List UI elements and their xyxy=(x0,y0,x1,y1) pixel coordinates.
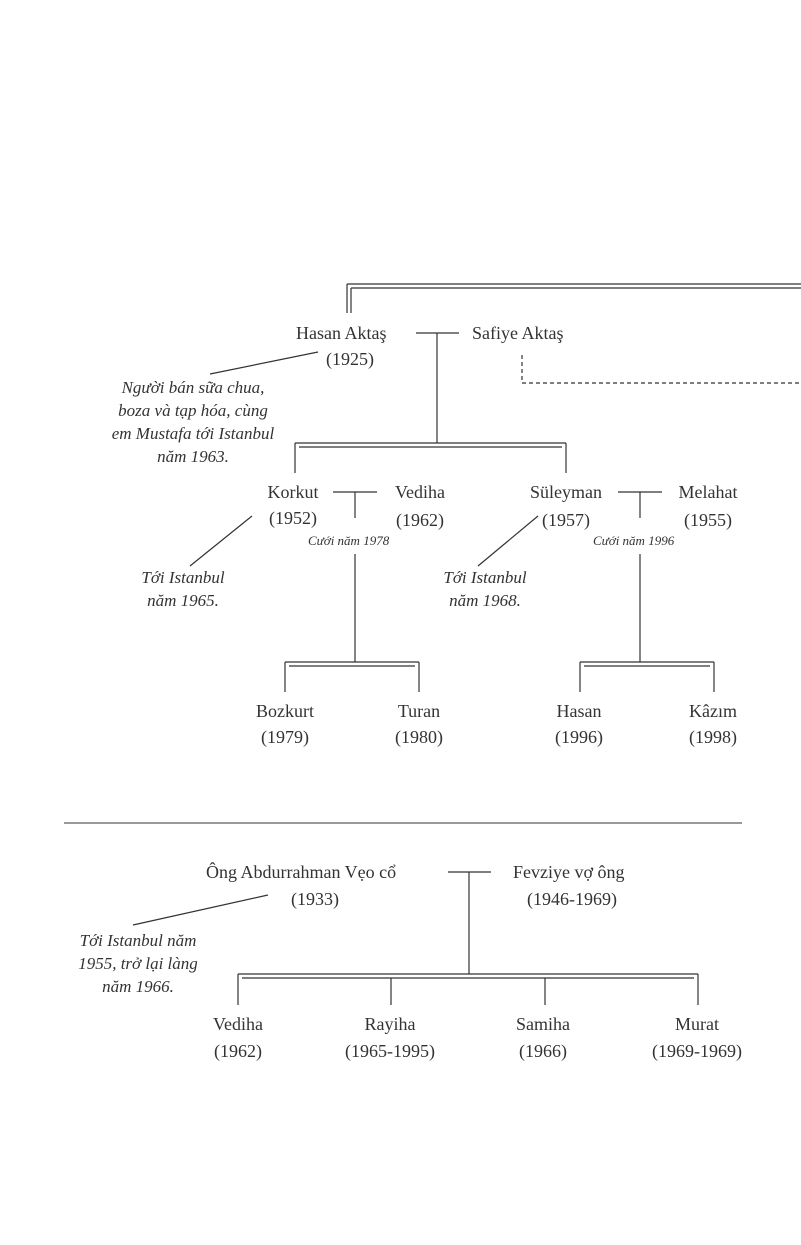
turan-name: Turan xyxy=(397,701,441,721)
korkut-note: Tới Istanbul năm 1965. xyxy=(141,568,225,610)
hasan-jr-name: Hasan xyxy=(556,701,602,721)
rayiha-name: Rayiha xyxy=(364,1014,416,1034)
suleyman-years: (1957) xyxy=(542,510,590,530)
melahat-name: Melahat xyxy=(678,482,738,502)
safiye-dashed-link xyxy=(521,355,801,384)
vediha-b-years: (1962) xyxy=(214,1041,262,1061)
korkut-note-leader xyxy=(189,515,253,567)
fevziye-name: Fevziye vợ ông xyxy=(513,862,625,882)
hasan-aktas-name: Hasan Aktaş xyxy=(296,323,387,343)
hasan-note-leader xyxy=(209,351,319,375)
melahat-years: (1955) xyxy=(684,510,732,530)
vediha-b-name: Vediha xyxy=(213,1014,263,1034)
korkut-years: (1952) xyxy=(269,508,317,528)
hasan-jr-years: (1996) xyxy=(555,727,603,747)
safiye-aktas-name: Safiye Aktaş xyxy=(472,323,564,343)
vediha-a-years: (1962) xyxy=(396,510,444,530)
abdurrahman-name: Ông Abdurrahman Vẹo cổ xyxy=(206,862,397,882)
suleyman-note-leader xyxy=(477,515,539,567)
kazim-name: Kâzım xyxy=(689,701,737,721)
abdurrahman-note: Tới Istanbul năm 1955, trở lại làng năm … xyxy=(78,931,198,996)
rayiha-years: (1965-1995) xyxy=(345,1041,435,1061)
vediha-a-name: Vediha xyxy=(395,482,445,502)
bozkurt-name: Bozkurt xyxy=(256,701,314,721)
murat-years: (1969-1969) xyxy=(652,1041,742,1061)
korkut-marriage-date: Cưới năm 1978 xyxy=(308,533,390,548)
murat-name: Murat xyxy=(675,1014,719,1034)
hasan-aktas-years: (1925) xyxy=(326,349,374,369)
bozkurt-years: (1979) xyxy=(261,727,309,747)
abdurrahman-years: (1933) xyxy=(291,889,339,909)
korkut-name: Korkut xyxy=(267,482,319,502)
abdurrahman-note-leader xyxy=(132,894,269,926)
turan-years: (1980) xyxy=(395,727,443,747)
hasan-note: Người bán sữa chua, boza và tạp hóa, cùn… xyxy=(111,378,275,466)
samiha-years: (1966) xyxy=(519,1041,567,1061)
fevziye-years: (1946-1969) xyxy=(527,889,617,909)
suleyman-name: Süleyman xyxy=(530,482,602,502)
suleyman-marriage-date: Cưới năm 1996 xyxy=(593,533,675,548)
samiha-name: Samiha xyxy=(516,1014,570,1034)
suleyman-note: Tới Istanbul năm 1968. xyxy=(443,568,527,610)
kazim-years: (1998) xyxy=(689,727,737,747)
